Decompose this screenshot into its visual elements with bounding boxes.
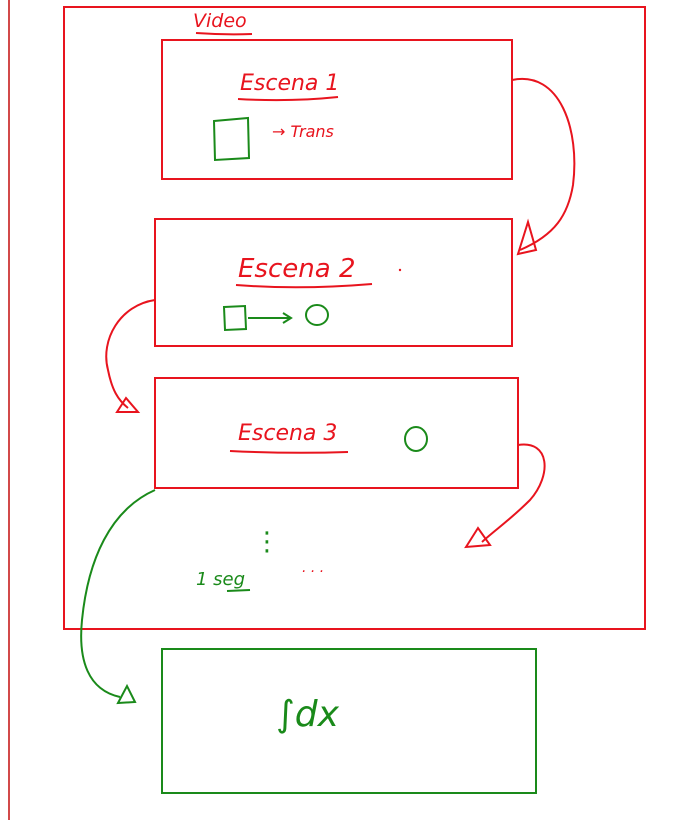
continuation-dots: . . . bbox=[302, 560, 324, 576]
scene-2-underline bbox=[235, 283, 373, 289]
arrow-video-to-output bbox=[80, 489, 156, 698]
arrow-scene2-to-scene3 bbox=[105, 299, 156, 409]
video-title: Video bbox=[193, 10, 247, 32]
arrow-scene3-to-next-head bbox=[464, 526, 492, 549]
scene-1-title: Escena 1 bbox=[240, 71, 339, 96]
arrow-scene3-to-next bbox=[481, 443, 546, 543]
circle-shape-icon bbox=[305, 304, 329, 326]
scene-3-box bbox=[154, 377, 519, 489]
left-margin-line bbox=[8, 0, 10, 820]
stray-dot bbox=[398, 268, 402, 272]
transform-arrow bbox=[248, 312, 293, 324]
scene-2-box bbox=[154, 218, 513, 347]
scene-3-title: Escena 3 bbox=[238, 421, 337, 446]
scene-3-underline bbox=[229, 450, 349, 454]
scene-1-note: → Trans bbox=[272, 122, 334, 141]
arrow-scene1-to-scene2 bbox=[511, 77, 576, 251]
scene-1-box bbox=[161, 39, 513, 180]
scene-1-underline bbox=[237, 96, 339, 102]
output-box bbox=[161, 648, 537, 794]
arrow-scene2-to-scene3-head bbox=[115, 396, 141, 413]
output-formula: ∫dx bbox=[276, 694, 340, 735]
continuation-ellipsis: ⋮ bbox=[254, 527, 280, 557]
square-shape-icon bbox=[212, 116, 251, 162]
circle-shape-icon-2 bbox=[404, 426, 428, 452]
duration-underline bbox=[226, 589, 251, 592]
video-container bbox=[63, 6, 646, 630]
video-title-underline bbox=[195, 32, 253, 36]
arrow-scene1-to-scene2-head bbox=[516, 218, 538, 256]
scene-2-title: Escena 2 bbox=[238, 254, 355, 284]
duration-label: 1 seg bbox=[196, 569, 245, 590]
square-shape-icon-2 bbox=[222, 304, 248, 332]
arrow-video-to-output-head bbox=[116, 683, 137, 705]
